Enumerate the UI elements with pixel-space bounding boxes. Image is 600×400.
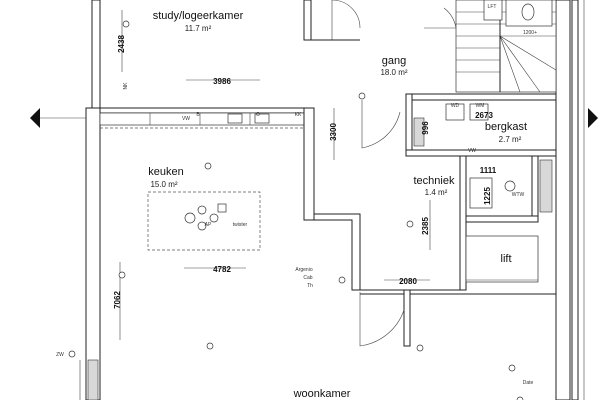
dryer <box>469 103 489 121</box>
label-argenio: Argenio <box>295 267 312 273</box>
cooktop-burner <box>197 205 207 215</box>
outlet-symbol <box>416 344 424 352</box>
room-label-woonkamer: woonkamer <box>293 388 351 400</box>
label-lft: LFT <box>488 4 497 10</box>
label-cab: Cab <box>303 275 312 281</box>
section-marker-west <box>30 108 40 128</box>
label-ap: AP <box>205 222 212 228</box>
oven <box>227 113 243 124</box>
label-date: Date <box>523 380 534 386</box>
wall-core-north <box>405 93 557 101</box>
dimension-7062: 7062 <box>113 291 122 309</box>
kitchen-island <box>147 191 261 251</box>
wall-east-outer <box>571 0 579 400</box>
dimension-2080: 2080 <box>399 277 417 286</box>
sink <box>254 113 270 124</box>
room-area-keuken: 15.0 m² <box>150 180 177 189</box>
wall-east <box>555 0 571 400</box>
label-wtw: WTW <box>512 192 525 198</box>
wall-west-upper <box>91 0 101 109</box>
label-wd: WD <box>451 103 460 109</box>
wall-core-west <box>405 93 413 157</box>
dimension-2385: 2385 <box>421 217 430 235</box>
room-label-techniek: techniek <box>414 175 455 187</box>
label-1200: 1200+ <box>523 30 537 36</box>
room-area-bergkast: 2.7 m² <box>499 135 522 144</box>
cooktop-burner <box>197 221 207 231</box>
label-twister: twister <box>233 222 248 228</box>
room-label-gang: gang <box>382 55 406 67</box>
wall-jog <box>314 213 361 291</box>
door-swing-study <box>331 0 361 40</box>
door-swing-gang <box>361 100 401 149</box>
label-o: O <box>256 112 260 118</box>
label-vw-kitchen: VW <box>182 116 190 122</box>
dimension-1111: 1111 <box>480 166 497 175</box>
label-zw: ZW <box>56 352 64 358</box>
kitchen-cabinets <box>99 112 305 126</box>
outlet-symbol <box>68 350 76 358</box>
boiler <box>504 180 516 192</box>
room-label-lift: lift <box>501 253 512 265</box>
outlet-symbol <box>204 162 212 170</box>
label-nk: NK <box>123 82 129 90</box>
wall-east-hall <box>531 155 539 217</box>
room-area-techniek: 1.4 m² <box>425 188 448 197</box>
outlet-symbol <box>118 271 126 279</box>
cooktop-burner <box>209 213 219 223</box>
room-area-study: 11.7 m² <box>185 24 212 33</box>
dimension-2438: 2438 <box>117 35 126 53</box>
room-label-study: study/logeerkamer <box>153 10 244 22</box>
wall-bergkast-south <box>405 149 557 157</box>
wall-kitchen-east <box>303 107 315 221</box>
label-b: B <box>196 112 200 118</box>
wall-living-pier <box>403 289 411 347</box>
dimension-2673: 2673 <box>475 111 493 120</box>
dimension-996: 996 <box>421 121 430 135</box>
room-area-gang: 18.0 m² <box>380 68 407 77</box>
wall-lift-shaft <box>459 155 467 291</box>
technical-unit <box>469 177 493 209</box>
utility-hatch <box>413 117 425 147</box>
outlet-symbol <box>122 20 130 28</box>
dimension-4782: 4782 <box>213 265 231 274</box>
shaft-hatch <box>539 159 553 213</box>
outlet-symbol <box>338 276 346 284</box>
label-th: Th <box>307 283 313 289</box>
dimension-3986: 3986 <box>213 77 231 86</box>
outlet-symbol <box>508 364 516 372</box>
cooktop-burner <box>184 212 196 224</box>
dimension-1225: 1225 <box>483 187 492 205</box>
lift-shaft <box>465 235 539 283</box>
label-wm: WM <box>476 103 485 109</box>
wall-west <box>85 107 101 400</box>
island-sink <box>217 203 227 213</box>
stair-winder <box>499 35 557 93</box>
wall-shaft-south <box>465 215 539 223</box>
label-kk: KK <box>295 112 302 118</box>
outlet-symbol <box>358 92 366 100</box>
outlet-symbol <box>406 220 414 228</box>
wall-study-east <box>303 0 312 41</box>
outlet-symbol <box>206 342 214 350</box>
label-vw-core: VW <box>468 148 476 154</box>
toilet <box>521 3 535 21</box>
dimension-3300: 3300 <box>329 123 338 141</box>
section-marker-east <box>588 108 598 128</box>
washer <box>445 103 465 121</box>
window-west <box>87 359 99 400</box>
room-label-keuken: keuken <box>148 166 183 178</box>
outlet-symbol <box>516 396 524 400</box>
door-swing-living <box>359 292 405 347</box>
door-swing-toilet <box>424 7 457 29</box>
lft-box <box>483 0 503 21</box>
room-label-bergkast: bergkast <box>485 121 527 133</box>
